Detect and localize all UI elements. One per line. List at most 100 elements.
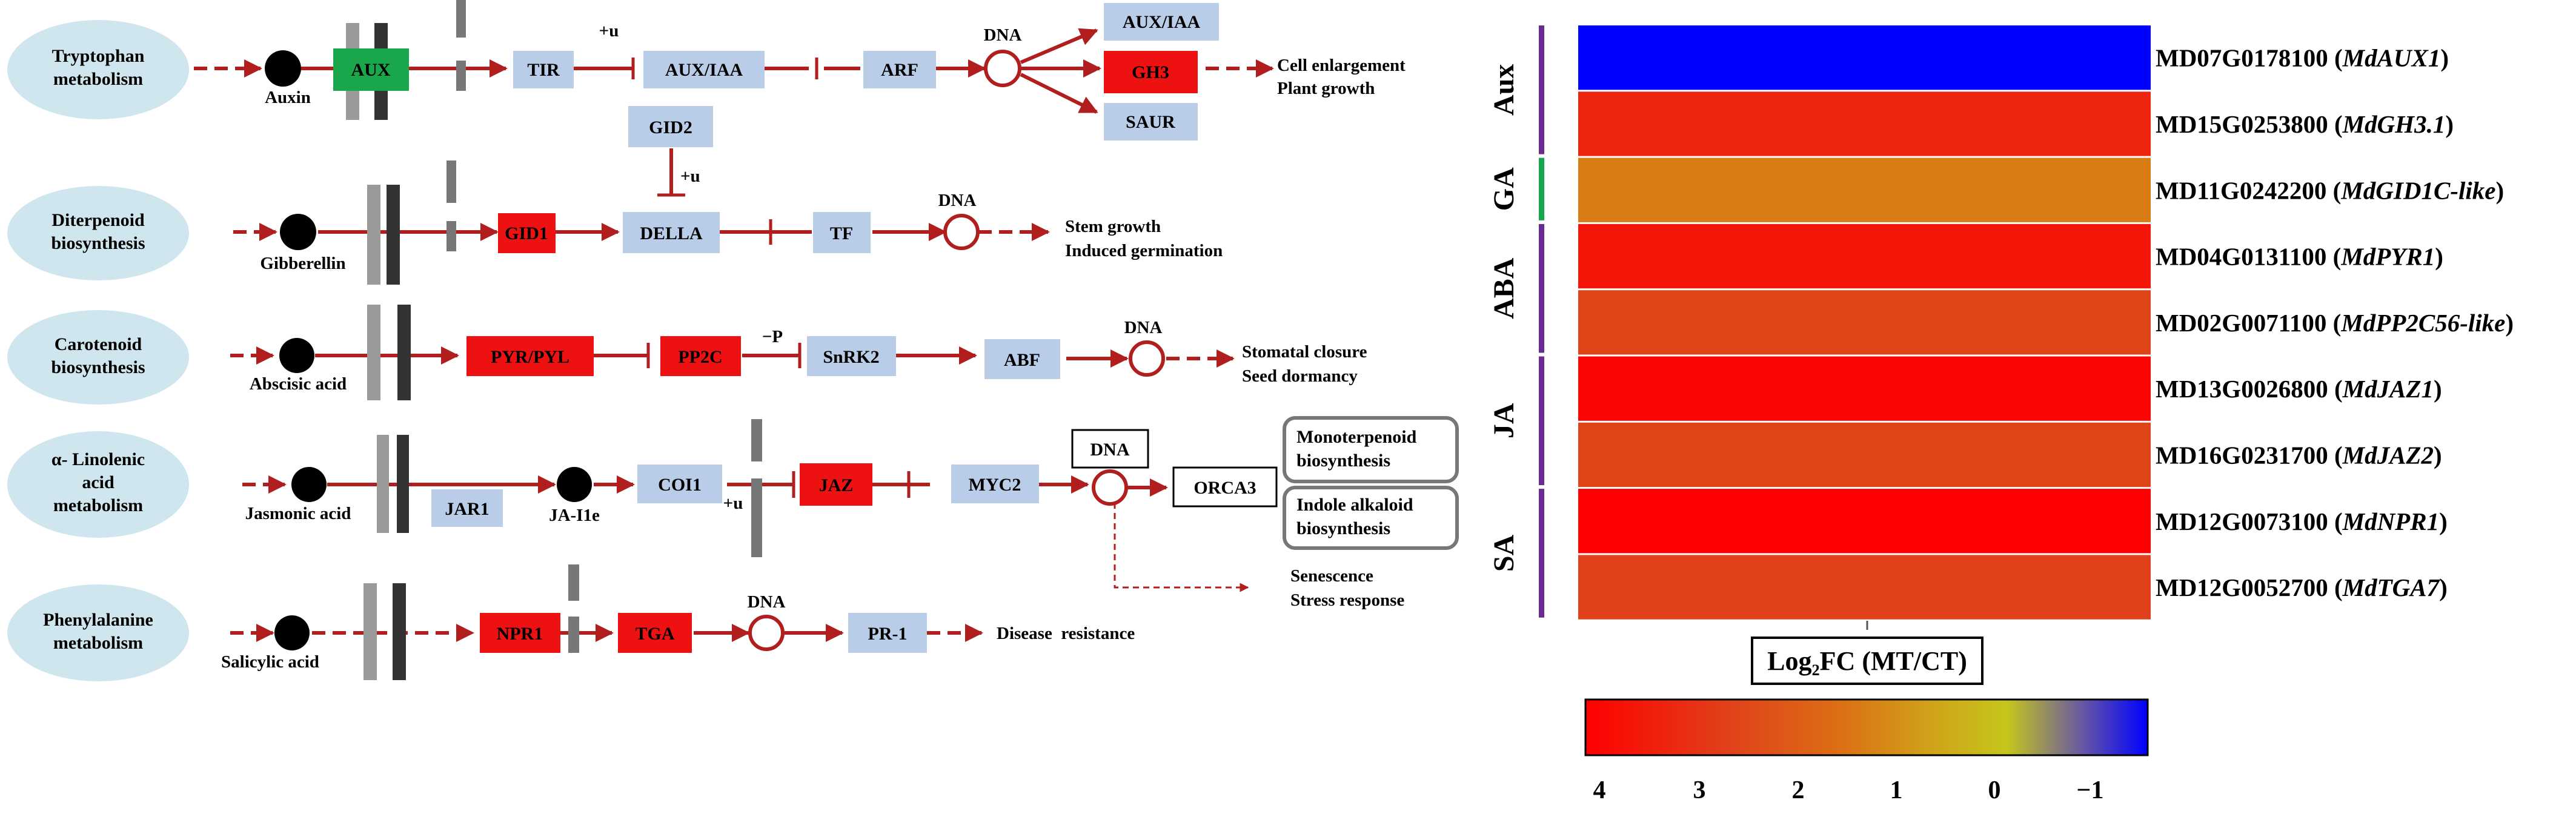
pathway-name-line: metabolism [53, 495, 143, 515]
outcomes: Cell enlargement Plant growth Stem growt… [997, 56, 1406, 643]
gene-label: MD16G0231700 (MdJAZ2) [2156, 441, 2442, 469]
plus-u-label: +u [599, 21, 619, 41]
gene-label: MD12G0052700 (MdTGA7) [2156, 574, 2448, 601]
outlined-boxes: DNA ORCA3 Monoterpenoid biosynthesis Ind… [1071, 416, 1459, 550]
gene-label: MD12G0073100 (MdNPR1) [2156, 508, 2448, 535]
outcome-line: Indole alkaloid [1296, 495, 1413, 515]
gid1-box: GID1 [505, 223, 548, 243]
dna-circle-aba [1129, 340, 1165, 377]
aux-iaa-box: AUX/IAA [665, 60, 743, 80]
gene-paren: ) [2445, 110, 2454, 138]
gh3-box: GH3 [1132, 62, 1169, 82]
auxin-dot [265, 50, 301, 87]
gene-symbol: MdJAZ1 [2342, 375, 2434, 403]
salicylic-acid-dot [274, 615, 310, 650]
scale-tick-label: 1 [1890, 776, 1903, 804]
della-box: DELLA [640, 223, 703, 243]
gene-symbol: MdGID1C-like [2340, 176, 2495, 204]
row-auxin [194, 28, 1274, 197]
gene-symbol: MdAUX1 [2342, 44, 2441, 72]
gene-paren: ) [2505, 309, 2514, 337]
arf-box: ARF [881, 60, 918, 80]
hormone-label: Jasmonic acid [245, 504, 351, 523]
gene-symbol: MdJAZ2 [2342, 441, 2434, 469]
pathway-name-line: biosynthesis [51, 357, 145, 377]
orca3-box: ORCA3 [1193, 478, 1256, 498]
abf-box: ABF [1004, 350, 1040, 370]
scale-label: Log₂FC (MT/CT) [1767, 646, 1967, 676]
outcome-line: Senescence [1290, 566, 1373, 586]
gene-label: MD13G0026800 (MdJAZ1) [2156, 375, 2442, 403]
outcome-line: Stomatal closure [1242, 342, 1367, 362]
hormone-dots [265, 50, 592, 650]
dna-label: DNA [748, 592, 786, 612]
gene-paren: ) [2435, 243, 2443, 271]
gene-paren: ) [2434, 375, 2442, 403]
gene-label: MD11G0242200 (MdGID1C-like) [2156, 176, 2504, 204]
gene-id: MD15G0253800 ( [2156, 110, 2343, 138]
group-label: JA [1488, 403, 1520, 438]
outcome-line: Cell enlargement [1277, 56, 1406, 75]
gene-paren: ) [2439, 508, 2448, 535]
outcome-line: Stem growth [1065, 217, 1161, 236]
heatmap-cell [1578, 157, 2151, 222]
gene-symbol: MdTGA7 [2342, 574, 2440, 601]
group-bar [1539, 157, 1544, 220]
npr1-box: NPR1 [497, 624, 543, 644]
ja-ile-dot [557, 467, 592, 502]
aux-iaa-target-box: AUX/IAA [1123, 12, 1201, 32]
gene-id: MD12G0052700 ( [2156, 574, 2343, 601]
pathway-ellipse [7, 584, 189, 681]
hormone-label: Abscisic acid [250, 374, 347, 394]
hormone-label: Gibberellin [260, 254, 345, 273]
gene-label: MD07G0178100 (MdAUX1) [2156, 44, 2449, 72]
color-scale-bar [1584, 698, 2149, 756]
dna-label: DNA [938, 191, 977, 210]
gene-symbol: MdPYR1 [2340, 243, 2435, 271]
gene-id: MD04G0131100 ( [2156, 243, 2341, 271]
scale-label-box [1751, 637, 1983, 685]
abscisic-acid-dot [279, 338, 314, 373]
gene-symbol: MdGH3.1 [2342, 110, 2446, 138]
gene-id: MD11G0242200 ( [2156, 176, 2341, 204]
outcome-line: Seed dormancy [1242, 366, 1358, 386]
pathway-name-line: Phenylalanine [43, 610, 153, 630]
ja-ile-label: JA-I1e [549, 506, 600, 525]
outcome-line: Plant growth [1277, 79, 1375, 98]
gene-paren: ) [2439, 574, 2448, 601]
scale-tick-label: 3 [1693, 776, 1706, 804]
pathway-name-line: Carotenoid [55, 334, 142, 354]
snrk2-box: SnRK2 [823, 347, 879, 367]
heatmap-cell [1578, 555, 2151, 620]
gibberellin-dot [280, 214, 316, 250]
outcome-line: Disease resistance [997, 624, 1135, 643]
pathway-ellipse [7, 20, 189, 119]
scale-tick-label: 2 [1792, 776, 1805, 804]
heatmap: MD07G0178100 (MdAUX1) MD15G0253800 (MdGH3… [1578, 25, 2514, 620]
gene-id: MD13G0026800 ( [2156, 375, 2343, 403]
dna-label: DNA [1124, 318, 1163, 337]
small-labels: +u +u +u −P DNA DNA DNA DNA [599, 21, 1163, 612]
group-bar [1539, 489, 1544, 618]
pathway-name-line: metabolism [53, 69, 143, 89]
hormone-labels: Auxin Gibberellin Abscisic acid Jasmonic… [221, 88, 600, 672]
pathway-ellipse [7, 431, 189, 538]
plus-u-label: +u [680, 167, 700, 186]
heatmap-cell [1578, 489, 2151, 554]
gene-paren: ) [2440, 44, 2449, 72]
minus-p-label: −P [762, 327, 783, 346]
outcome-line: biosynthesis [1296, 451, 1390, 471]
gene-id: MD12G0073100 ( [2156, 508, 2343, 535]
scale-tick-label: −1 [2077, 776, 2104, 804]
gene-symbol: MdNPR1 [2342, 508, 2439, 535]
outcome-line: Stress response [1290, 590, 1404, 610]
tga-box: TGA [635, 624, 674, 644]
outcome-line: Induced germination [1065, 241, 1223, 260]
gid2-box: GID2 [649, 117, 692, 137]
tf-box: TF [830, 223, 853, 243]
jar1-box: JAR1 [445, 499, 489, 519]
group-bar [1539, 223, 1544, 353]
dna-circle-aux [984, 50, 1021, 87]
